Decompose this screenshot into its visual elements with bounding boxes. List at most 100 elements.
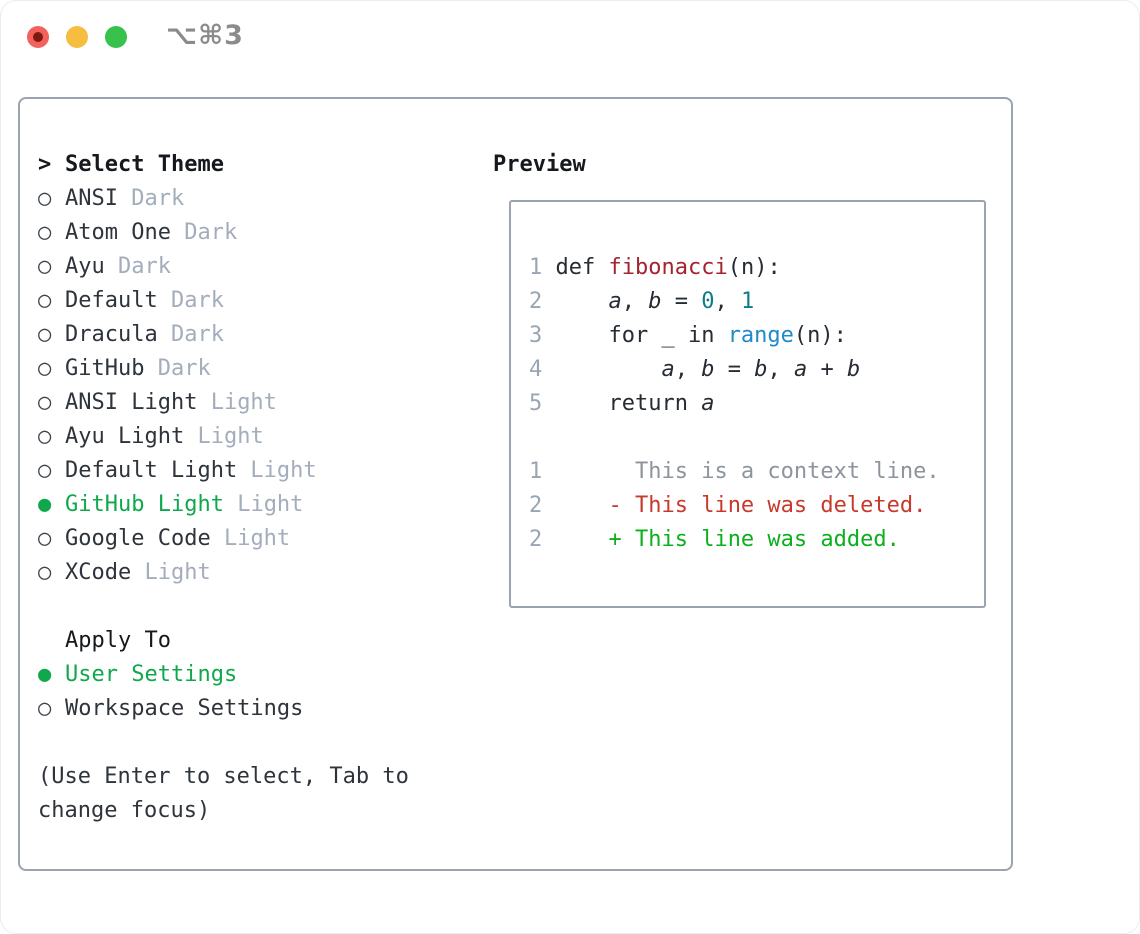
code-line: 2 a, b = 0, 1 [529,285,940,319]
code-line: 1 This is a context line. [529,455,940,489]
code-token: a [701,391,715,416]
theme-variant-badge: Dark [104,254,171,279]
radio-icon: ○ [38,220,52,245]
code-token [542,357,661,382]
theme-item-ansi[interactable]: ○ ANSI Dark [38,182,409,216]
code-token: def [542,255,609,280]
theme-list: ○ ANSI Dark ○ Atom One Dark ○ Ayu Dark ○ Defaul… [38,182,409,590]
code-token: a [608,289,622,314]
code-token: , [767,357,794,382]
select-theme-title: Select Theme [65,152,224,177]
window-shortcut-label: ⌥⌘3 [166,20,244,51]
theme-item-default[interactable]: ○ Default Dark [38,284,409,318]
code-token: 2 [529,493,543,518]
code-line: 4 a, b = b, a + b [529,353,940,387]
theme-name: ANSI [65,186,118,211]
preview-heading: Preview [493,152,586,177]
code-token: b [648,289,662,314]
theme-name: Default [65,288,158,313]
code-token: 1 [529,459,543,484]
title-bar: ⌥⌘3 [0,0,1140,70]
code-token: = [714,357,755,382]
code-token: 0 [701,289,715,314]
hint-line-2: change focus) [38,798,211,823]
code-token: , [621,289,649,314]
code-token: b [701,357,715,382]
theme-variant-badge: Light [197,390,277,415]
theme-variant-badge: Dark [117,186,185,211]
zoom-button[interactable] [105,26,127,48]
theme-variant-badge: Light [223,492,304,517]
close-button[interactable] [27,26,49,48]
code-token: (n): [727,255,781,280]
code-token: for _ in [542,323,728,348]
code-line: 1 def fibonacci(n): [529,251,940,285]
theme-item-dracula[interactable]: ○Dracula Dark [38,318,409,352]
code-token: 2 [529,289,543,314]
radio-icon: ○ [38,696,52,721]
theme-variant-badge: Dark [157,288,224,313]
theme-item-ayu[interactable]: ○ Ayu Dark [38,250,409,284]
theme-item-atom-one[interactable]: ○ Atom One Dark [38,216,409,250]
code-token: b [846,357,861,382]
radio-icon: ○ [38,186,52,211]
code-token: a [661,357,675,382]
theme-item-ansi-light[interactable]: ○ANSI Light Light [38,386,409,420]
radio-icon: ○ [38,424,52,449]
radio-icon: ○ [38,322,52,347]
theme-name: GitHub [65,356,145,381]
code-token: return [542,391,702,416]
code-token: + [807,357,847,382]
code-token: 4 [529,357,543,382]
theme-name: Atom One [65,220,171,245]
code-token: , [714,289,741,314]
theme-item-ayu-light[interactable]: ○Ayu Light Light [38,420,409,454]
select-theme-heading: > Select Theme [38,148,409,182]
theme-column: >Select Theme ○ANSI Dark○Atom One Dark○A… [38,148,409,828]
theme-item-github-light[interactable]: ●GitHub Light Light [38,488,409,522]
code-token: 1 [529,255,543,280]
theme-name: Ayu [65,254,105,279]
prompt-caret-icon: > [38,152,52,177]
radio-icon: ○ [38,254,52,279]
theme-variant-badge: Dark [144,356,211,381]
code-token: range [727,323,794,348]
code-token: - This line was deleted. [608,493,927,518]
code-token: This is a context line. [634,459,940,484]
theme-variant-badge: Light [131,560,211,585]
minimize-button[interactable] [66,26,88,48]
apply-option-user-settings[interactable]: ● User Settings [38,658,409,692]
radio-selected-icon: ● [38,492,52,517]
theme-name: ANSI Light [65,390,198,415]
radio-icon: ○ [38,526,52,551]
theme-item-google-code[interactable]: ○Google Code Light [38,522,409,556]
code-line: 2 + This line was added. [529,523,940,557]
code-token: a [793,357,808,382]
code-token: 5 [529,391,543,416]
apply-option-label: User Settings [65,662,238,687]
keyboard-hint: (Use Enter to select, Tab to change focu… [38,760,409,828]
radio-icon: ○ [38,356,52,381]
theme-picker-panel: >Select Theme ○ANSI Dark○Atom One Dark○A… [18,97,1013,871]
code-token: b [754,357,768,382]
theme-item-default-light[interactable]: ○ Default Light Light [38,454,409,488]
code-token [542,527,608,552]
close-dot-icon [33,32,43,42]
theme-name: Ayu Light [65,424,185,449]
theme-variant-badge: Dark [170,220,238,245]
apply-option-workspace-settings[interactable]: ○Workspace Settings [38,692,409,726]
code-line: 2 - This line was deleted. [529,489,940,523]
theme-variant-badge: Light [237,458,317,483]
theme-name: Default Light [65,458,238,483]
code-line: 5 return a [529,387,940,421]
code-token: 1 [740,289,755,314]
radio-icon: ○ [38,288,52,313]
radio-icon: ○ [38,458,52,483]
code-token: 2 [529,527,543,552]
radio-selected-icon: ● [38,662,52,687]
theme-item-github[interactable]: ○ GitHub Dark [38,352,409,386]
theme-item-xcode[interactable]: ○XCode Light [38,556,409,590]
